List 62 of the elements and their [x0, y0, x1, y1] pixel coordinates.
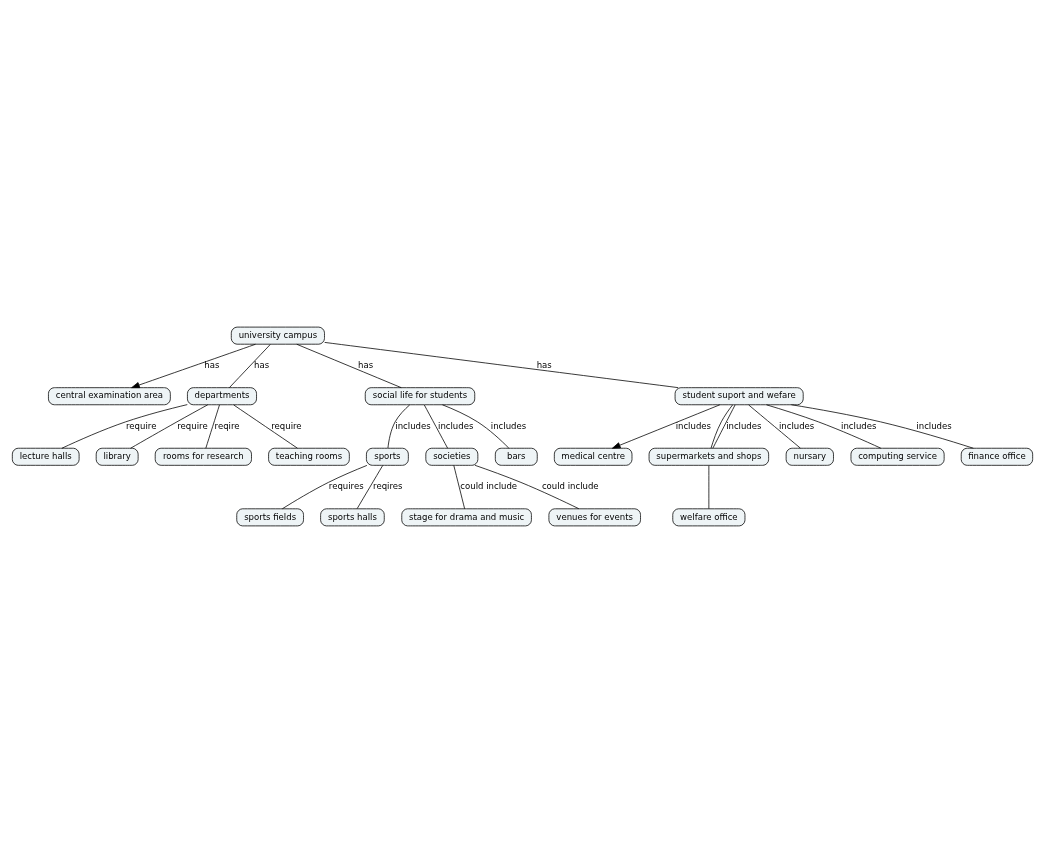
node-box: bars: [494, 447, 538, 466]
connector: [281, 465, 368, 510]
connector: [423, 404, 448, 449]
edge-label: could include: [541, 481, 599, 492]
connector: [708, 465, 710, 510]
arrow: [131, 343, 256, 389]
node-box: lecture halls: [11, 447, 80, 466]
node-box: sports fields: [236, 508, 304, 527]
node-box: teaching rooms: [268, 447, 350, 466]
edge-label: has: [358, 360, 374, 371]
connector: [387, 404, 411, 449]
node-box: finance office: [960, 447, 1034, 466]
node-box: sports: [366, 447, 409, 466]
edge-label: includes: [395, 420, 431, 431]
connector: [233, 404, 298, 449]
edge-label: includes: [778, 420, 815, 431]
node-box: societies: [425, 447, 479, 466]
edge-label: requires: [328, 481, 364, 492]
connector: [791, 404, 974, 449]
edge-label: has: [536, 360, 552, 371]
node-box: medical centre: [553, 447, 633, 466]
edge-label: require: [177, 420, 208, 431]
edge-label: reqires: [373, 481, 403, 492]
node-box: venues for events: [548, 508, 641, 527]
edge-label: has: [204, 360, 220, 371]
edge-label: reqire: [214, 420, 240, 431]
edge-label: could include: [460, 481, 518, 492]
edge-label: includes: [675, 420, 712, 431]
connector: [324, 342, 679, 388]
connector: [229, 344, 271, 388]
connector: [356, 465, 384, 510]
node-box: library: [95, 447, 139, 466]
edge-label: includes: [916, 420, 952, 431]
edge-label: includes: [726, 420, 762, 431]
connector: [296, 343, 402, 389]
node-box: supermarkets and shops: [648, 447, 770, 466]
edge-label: has: [254, 360, 270, 371]
node-box: departments: [187, 387, 257, 406]
arrow: [612, 404, 721, 449]
connector: [474, 464, 580, 510]
node-box: sports halls: [320, 508, 385, 527]
connector: [442, 404, 510, 449]
edge-label: require: [126, 420, 157, 431]
edge-label: includes: [438, 420, 474, 431]
node-box: social life for students: [364, 387, 476, 406]
connector: [130, 404, 209, 449]
edge-label: require: [271, 420, 302, 431]
node-box: nursary: [785, 447, 834, 466]
node-box: computing service: [850, 447, 945, 466]
node-box: welfare office: [672, 508, 746, 527]
node-box: rooms for research: [154, 447, 252, 466]
connector: [61, 404, 188, 449]
edge-label: includes: [490, 420, 527, 431]
node-box: student suport and wefare: [674, 387, 804, 406]
node-box: central examination area: [48, 387, 171, 406]
connector: [748, 404, 801, 449]
node-box: university campus: [230, 326, 325, 345]
connector: [205, 404, 220, 449]
connector: [453, 465, 465, 510]
connector: [766, 404, 882, 449]
edge-label: includes: [841, 420, 877, 431]
node-box: stage for drama and music: [401, 508, 532, 527]
